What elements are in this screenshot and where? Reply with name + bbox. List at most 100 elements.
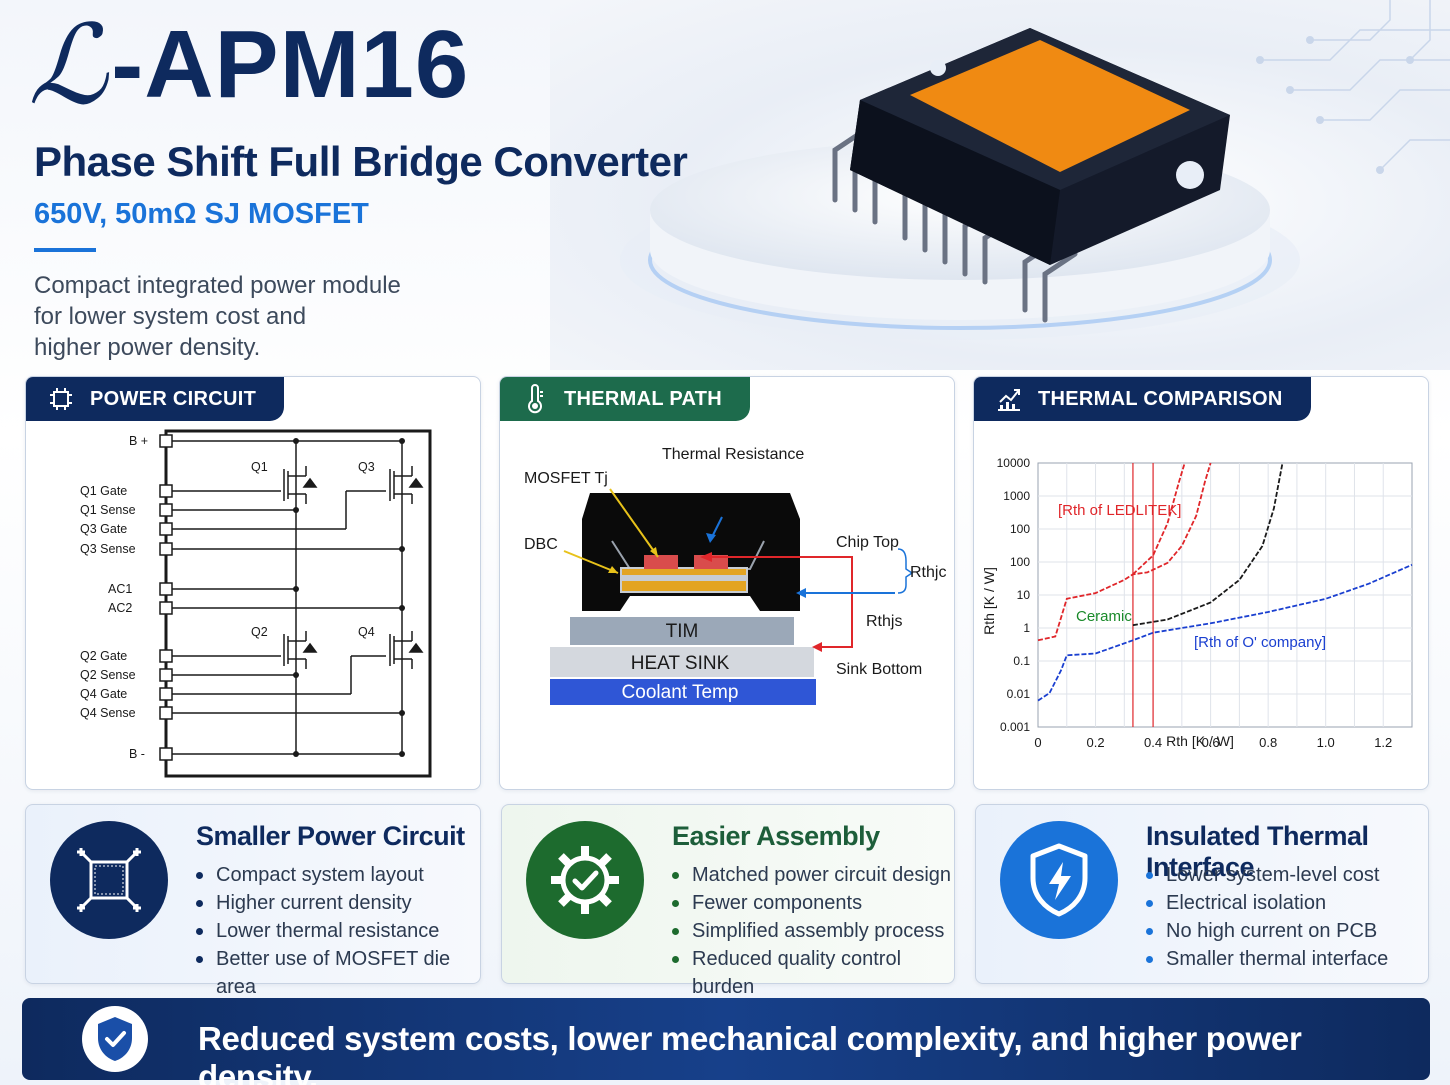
feature-title: Smaller Power Circuit [196, 821, 465, 851]
feature-item: Simplified assembly process [672, 917, 954, 945]
chart-y-label: Rth [K / W] [981, 567, 997, 635]
chart-series-line [1037, 462, 1212, 642]
pin-label: AC2 [108, 601, 132, 615]
power-module-image [620, 28, 1300, 340]
chart-up-icon [998, 389, 1020, 411]
chart-y-tick: 1 [1023, 621, 1030, 635]
tagline-line: for lower system cost and [34, 303, 307, 330]
pin-label: Q2 Gate [80, 649, 127, 663]
transistor-label: Q2 [251, 625, 268, 639]
thermometer-icon [528, 384, 543, 414]
layer-heat-sink: HEAT SINK [631, 653, 730, 674]
tagline-line: Compact integrated power module [34, 272, 401, 299]
feature-card-easier-assembly: Easier Assembly Matched power circuit de… [501, 804, 955, 998]
feature-list: Compact system layout Higher current den… [196, 861, 480, 998]
feature-item: Better use of MOSFET die area [196, 945, 480, 998]
product-tagline: Compact integrated power module for lowe… [34, 270, 434, 363]
shield-check-icon [82, 1006, 148, 1072]
feature-item: Electrical isolation [1146, 889, 1388, 917]
chart-y-tick: 1000 [1003, 489, 1030, 503]
feature-card-smaller-circuit: Smaller Power Circuit Compact system lay… [25, 804, 481, 998]
pin-label: Q3 Gate [80, 522, 127, 536]
chart-y-tick: 0.1 [1013, 654, 1030, 668]
chart-y-tick: 0.001 [1000, 720, 1030, 734]
chart-y-tick: 100 [1010, 522, 1030, 536]
feature-title: Easier Assembly [672, 821, 880, 851]
pin-label: Q4 Sense [80, 706, 136, 720]
power-circuit-title: POWER CIRCUIT [90, 387, 257, 410]
feature-list: Matched power circuit design Fewer compo… [672, 861, 954, 998]
tagline-line: higher power density. [34, 334, 261, 361]
footer-text: Reduced system costs, lower mechanical c… [198, 1020, 1302, 1085]
chart-x-tick: 0.8 [1259, 735, 1277, 750]
layer-tim: TIM [666, 621, 699, 642]
feature-list: Lower system-level cost Electrical isola… [1146, 861, 1388, 973]
chart-y-tick: 10 [1017, 588, 1031, 602]
feature-item: Fewer components [672, 889, 954, 917]
pin-label: B - [129, 747, 145, 761]
chart-x-tick: 0.2 [1086, 735, 1104, 750]
chart-series-line [1037, 563, 1413, 702]
label-thermal-resistance: Thermal Resistance [662, 446, 804, 463]
feature-item: Lower system-level cost [1146, 861, 1388, 889]
chart-y-tick: 10000 [997, 456, 1031, 470]
chart-y-tick: 0.01 [1007, 687, 1031, 701]
chart-x-tick: 1.0 [1317, 735, 1335, 750]
feature-item: Matched power circuit design [672, 861, 954, 889]
transistor-label: Q3 [358, 460, 375, 474]
label-rthjc: Rthjc [910, 564, 946, 581]
power-circuit-header: POWER CIRCUIT [26, 377, 285, 421]
thermal-path-diagram: TIM HEAT SINK Coolant Temp Thermal Resis… [524, 446, 946, 705]
pin-label: Q3 Sense [80, 542, 136, 556]
layer-coolant: Coolant Temp [622, 682, 739, 703]
circuit-icon [50, 388, 72, 410]
label-mosfet-tj: MOSFET Tj [524, 470, 608, 487]
label-rthjs: Rthjs [866, 613, 902, 630]
thermal-comparison-header: THERMAL COMPARISON [974, 377, 1311, 421]
pin-label: Q2 Sense [80, 668, 136, 682]
feature-card-insulated-interface: Insulated Thermal Interface Lower system… [975, 804, 1429, 984]
thermal-path-title: THERMAL PATH [564, 387, 723, 410]
chip-frame-icon [50, 821, 168, 939]
product-logo: ℒ -APM16 [28, 10, 469, 120]
feature-item: Compact system layout [196, 861, 480, 889]
logo-mark: ℒ [28, 1, 108, 129]
product-spec: 650V, 50mΩ SJ MOSFET [34, 198, 369, 230]
chart-annotation-ledlitek: [Rth of LEDLITEK] [1058, 502, 1181, 519]
label-dbc: DBC [524, 536, 558, 553]
feature-item: No high current on PCB [1146, 917, 1388, 945]
pin-label: AC1 [108, 582, 132, 596]
spec-underline [34, 248, 96, 252]
chart-y-tick: 100 [1010, 555, 1030, 569]
feature-item: Higher current density [196, 889, 480, 917]
thermal-comparison-panel: THERMAL COMPARISON 0 0.2 0.4 0.6 0.8 1.0 1.2 1… [973, 376, 1429, 790]
pin-label: B + [129, 434, 148, 448]
pin-label: Q1 Gate [80, 484, 127, 498]
chart-x-tick: 0.4 [1144, 735, 1162, 750]
circuit-decoration [1256, 0, 1450, 174]
gear-check-icon [526, 821, 644, 939]
hero-section: ℒ -APM16 Phase Shift Full Bridge Convert… [0, 0, 1450, 370]
feature-item: Lower thermal resistance [196, 917, 480, 945]
power-circuit-panel: POWER CIRCUIT [25, 376, 481, 790]
chart-x-tick: 0.6 [1202, 735, 1220, 750]
pin-label: Q4 Gate [80, 687, 127, 701]
pin-label: Q1 Sense [80, 503, 136, 517]
chart-series-line [1132, 462, 1284, 627]
transistor-label: Q1 [251, 460, 268, 474]
product-subtitle: Phase Shift Full Bridge Converter [34, 138, 688, 185]
logo-text: -APM16 [111, 11, 470, 118]
thermal-comparison-title: THERMAL COMPARISON [1038, 387, 1283, 410]
footer-banner: Reduced system costs, lower mechanical c… [22, 998, 1430, 1085]
chart-x-tick: 0 [1034, 735, 1041, 750]
thermal-comparison-chart: 0 0.2 0.4 0.6 0.8 1.0 1.2 10000 1000 100 100 10 1 0.… [981, 456, 1413, 750]
transistor-label: Q4 [358, 625, 375, 639]
chart-annotation-o-company: [Rth of O' company] [1194, 634, 1326, 651]
feature-item: Reduced quality control burden [672, 945, 954, 998]
power-circuit-schematic: B + Q1 Gate Q1 Sense Q3 Gate Q3 Sense AC… [80, 429, 432, 778]
chart-x-tick: 1.2 [1374, 735, 1392, 750]
chart-series-line [1132, 462, 1186, 575]
thermal-path-panel: THERMAL PATH TIM HEAT SINK Coolant Temp [499, 376, 955, 790]
thermal-path-header: THERMAL PATH [500, 377, 751, 421]
chart-annotation-ceramic: Ceramic [1076, 608, 1132, 625]
